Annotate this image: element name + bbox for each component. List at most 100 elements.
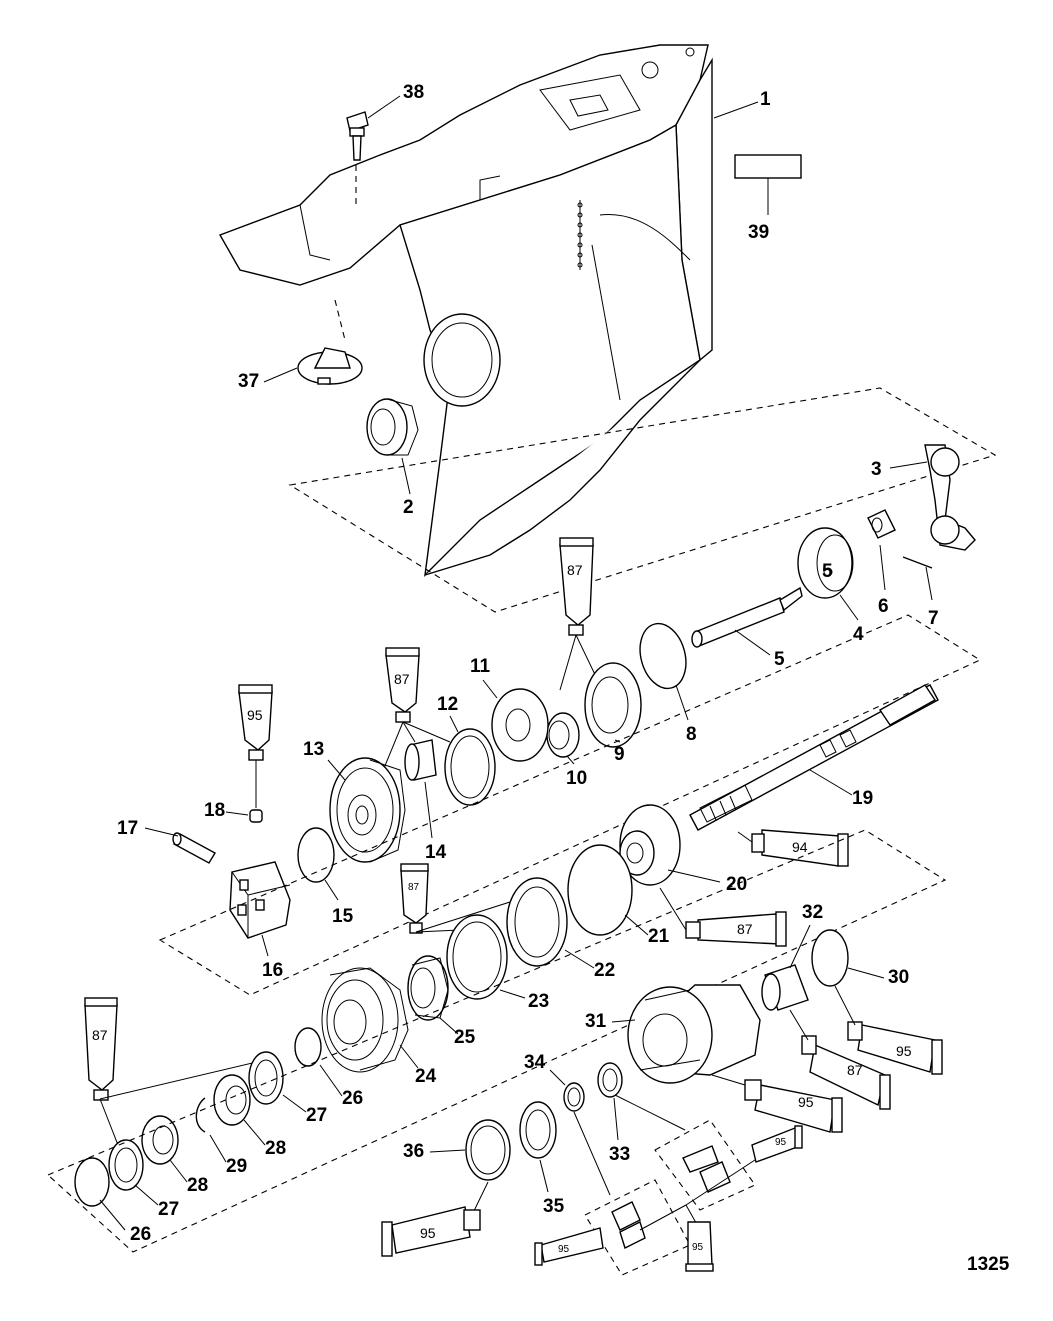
lubricant-tube-87-f: 87 <box>801 1035 891 1110</box>
shift-cam <box>867 509 896 539</box>
lubricant-tube-small-right: 95 <box>751 1125 803 1163</box>
retaining-clip <box>195 1097 206 1133</box>
bearing-cup <box>366 398 419 456</box>
label-13: 13 <box>303 739 324 760</box>
shift-shaft-bushing <box>797 527 854 599</box>
svg-text:87: 87 <box>408 882 420 893</box>
svg-text:87: 87 <box>847 1062 863 1078</box>
lubricant-tube-95-f: 95 <box>685 1221 714 1272</box>
o-ring <box>639 622 687 690</box>
bearing-carrier <box>584 662 642 748</box>
label-4: 4 <box>853 624 864 645</box>
label-28-b: 28 <box>187 1175 208 1196</box>
label-25: 25 <box>454 1027 476 1048</box>
label-3: 3 <box>871 459 882 480</box>
svg-text:95: 95 <box>692 1242 704 1253</box>
large-o-ring <box>567 844 633 936</box>
lubricant-tube-95: 95 <box>238 684 273 761</box>
shift-yoke <box>924 444 976 551</box>
bushing <box>404 739 437 781</box>
label-34: 34 <box>524 1052 546 1073</box>
lubricant-tube-87: 87 <box>559 537 594 636</box>
retaining-ring <box>446 914 508 1000</box>
label-35: 35 <box>543 1196 565 1217</box>
cross-pin <box>172 832 216 864</box>
clutch <box>229 861 291 939</box>
thrust-washer-22 <box>506 877 568 967</box>
gear-housing <box>218 44 713 577</box>
bolt <box>346 111 369 161</box>
label-26-b: 26 <box>130 1224 151 1245</box>
shim-washer <box>294 1027 322 1067</box>
label-9: 9 <box>614 744 625 765</box>
svg-text:94: 94 <box>792 839 808 855</box>
propeller-shaft <box>689 684 939 831</box>
label-10: 10 <box>566 768 587 789</box>
pinion-gear <box>321 967 409 1073</box>
anode <box>297 347 363 385</box>
lubricant-tube-94: 94 <box>751 829 849 867</box>
retainer-nut <box>465 1119 511 1181</box>
label-38: 38 <box>403 82 424 103</box>
thrust-bearing-lower <box>108 1139 144 1191</box>
label-37: 37 <box>238 371 259 392</box>
cotter-pin <box>902 556 933 569</box>
label-15: 15 <box>332 906 354 927</box>
label-18: 18 <box>204 800 225 821</box>
tapered-bearing <box>213 1074 251 1126</box>
svg-text:95: 95 <box>247 707 263 723</box>
label-11: 11 <box>470 656 491 677</box>
svg-text:87: 87 <box>394 671 410 687</box>
label-27-b: 27 <box>158 1199 179 1220</box>
decal-plate <box>734 154 802 179</box>
carrier-bushing <box>761 964 809 1011</box>
svg-text:87: 87 <box>567 562 583 578</box>
svg-text:95: 95 <box>798 1094 814 1110</box>
needle-bearing <box>546 712 580 758</box>
label-24: 24 <box>415 1066 437 1087</box>
svg-text:95: 95 <box>896 1043 912 1059</box>
lubricant-tube-95-b: 95 <box>847 1021 943 1075</box>
svg-text:95: 95 <box>420 1225 436 1241</box>
lubricant-tube-87-e: 87 <box>84 997 118 1101</box>
seal <box>491 688 549 762</box>
label-23: 23 <box>528 991 549 1012</box>
label-27-a: 27 <box>306 1105 327 1126</box>
forward-gear <box>329 757 406 863</box>
lubricant-tube-87-b: 87 <box>385 647 420 723</box>
label-7: 7 <box>928 608 939 629</box>
lubricant-tube-95-e: 95 <box>534 1227 604 1266</box>
snap-ring <box>297 827 335 883</box>
tool-left <box>611 1201 646 1249</box>
label-26-a: 26 <box>342 1088 363 1109</box>
tab-washer <box>519 1101 557 1159</box>
label-28-a: 28 <box>265 1138 286 1159</box>
svg-text:87: 87 <box>92 1027 108 1043</box>
label-1: 1 <box>760 89 771 110</box>
label-32: 32 <box>802 902 823 923</box>
carrier-o-ring <box>811 929 849 987</box>
label-31: 31 <box>585 1011 607 1032</box>
svg-text:95: 95 <box>558 1244 570 1255</box>
label-2: 2 <box>403 497 414 518</box>
spacer-ring <box>597 1062 623 1098</box>
label-33: 33 <box>609 1144 630 1165</box>
bearing-carrier-assembly <box>627 984 761 1084</box>
label-29: 29 <box>226 1156 247 1177</box>
oil-seal <box>563 1082 585 1112</box>
label-20: 20 <box>726 874 747 895</box>
thrust-washer <box>444 728 496 806</box>
shift-shaft <box>691 586 803 648</box>
tool-right <box>682 1145 731 1193</box>
label-22: 22 <box>594 960 615 981</box>
label-36: 36 <box>403 1141 424 1162</box>
lubricant-tube-95-d: 95 <box>381 1206 481 1257</box>
label-5-a: 5 <box>822 561 833 582</box>
label-21: 21 <box>648 926 670 947</box>
lubricant-tube-87-d: 87 <box>400 863 429 934</box>
label-8: 8 <box>686 724 697 745</box>
label-17: 17 <box>117 818 138 839</box>
tapered-bearing-lower <box>141 1115 179 1165</box>
